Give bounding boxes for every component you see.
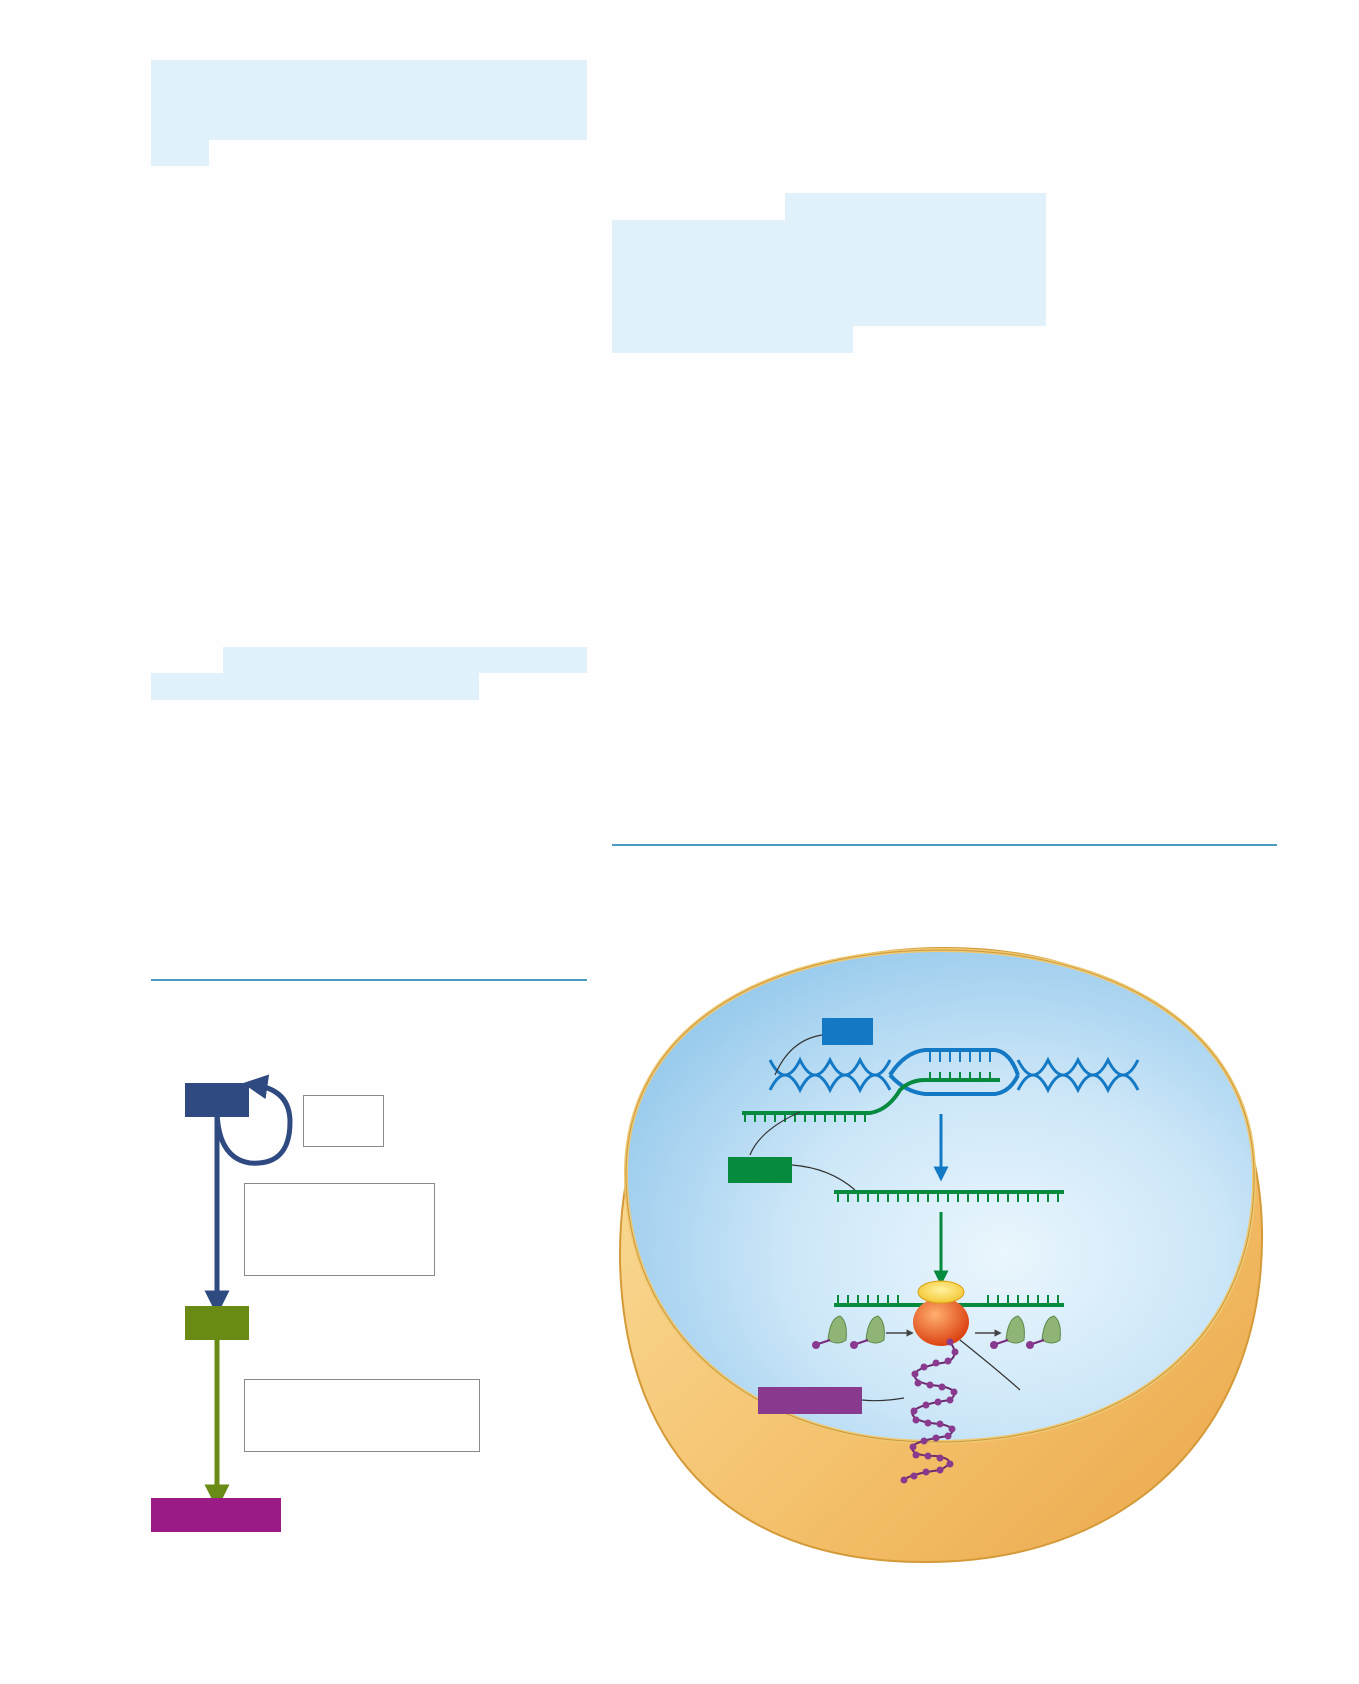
- dna-bubble-rungs: [930, 1050, 990, 1062]
- cell-mrna-label: [728, 1157, 792, 1183]
- highlight-block-right-tail: [612, 326, 853, 353]
- cell-dna-label: [822, 1018, 873, 1045]
- cytoplasm: [626, 950, 1254, 1442]
- highlight-block-right-body: [612, 220, 1046, 326]
- translating-mrna-bases: [838, 1295, 1058, 1305]
- dna-double-helix: [770, 1050, 1138, 1094]
- highlight-block-top: [151, 60, 587, 140]
- trna-left-group: [812, 1316, 910, 1349]
- highlight-block-top-tail: [151, 140, 209, 166]
- flow-translation-box: [244, 1379, 480, 1452]
- section-divider-right: [612, 844, 1277, 846]
- nascent-mrna: [742, 1080, 1000, 1113]
- nascent-mrna-bases: [745, 1072, 990, 1122]
- highlight-block-mid-lower: [151, 673, 479, 700]
- flow-rna-label: [185, 1306, 249, 1340]
- highlight-block-mid: [223, 647, 587, 673]
- highlight-block-right: [785, 193, 1046, 220]
- flow-replication-box: [303, 1095, 384, 1147]
- cell-rim: [620, 948, 1262, 1562]
- section-divider-left: [151, 979, 587, 981]
- polypeptide-beads: [901, 1339, 959, 1484]
- cell-illustration: [620, 948, 1262, 1562]
- trna-right-group: [975, 1316, 1060, 1349]
- free-mrna-bases: [838, 1192, 1058, 1202]
- cell-protein-label: [758, 1387, 862, 1414]
- flow-transcription-box: [244, 1183, 435, 1276]
- flow-protein-label: [151, 1498, 281, 1532]
- flow-dna-label: [185, 1083, 249, 1117]
- polypeptide-chain: [904, 1342, 955, 1480]
- ribosome: [913, 1281, 969, 1346]
- leader-lines: [750, 1035, 1020, 1401]
